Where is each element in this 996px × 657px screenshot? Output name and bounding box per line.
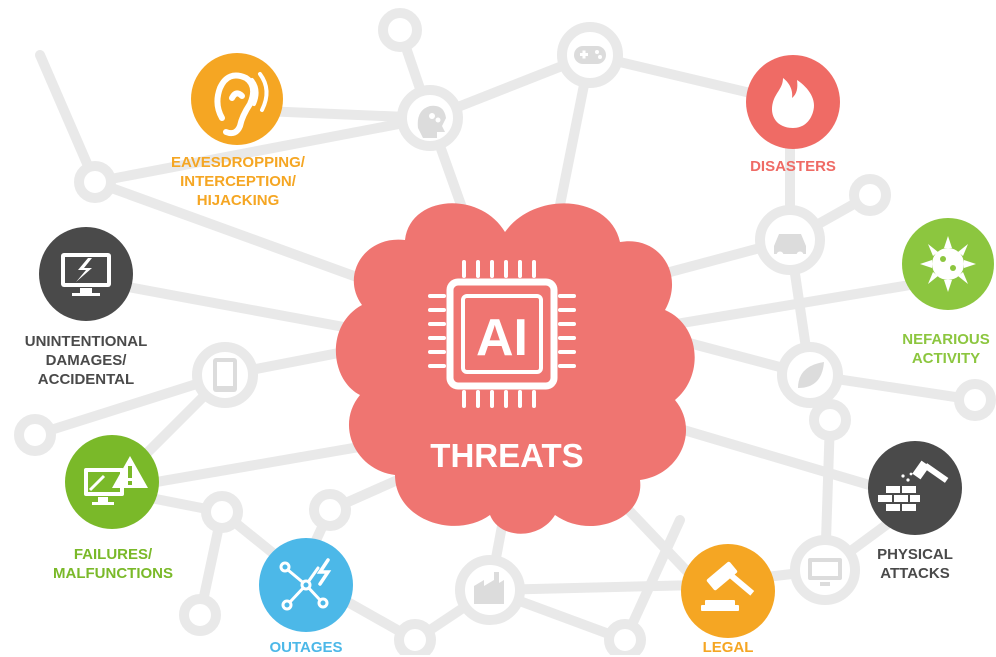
- label-eavesdropping: EAVESDROPPING/ INTERCEPTION/ HIJACKING: [171, 154, 305, 209]
- label-physical: PHYSICAL ATTACKS: [877, 546, 953, 582]
- label-nefarious: NEFARIOUS ACTIVITY: [902, 331, 990, 367]
- label-legal: LEGAL: [702, 639, 754, 656]
- gamepad-icon: [574, 46, 606, 64]
- badge-eavesdropping: [191, 53, 283, 145]
- factory-icon: [474, 572, 504, 604]
- gavel-icon: [701, 561, 755, 611]
- badge-physical: [868, 441, 962, 535]
- leaf-icon: [798, 362, 824, 388]
- badge-unintentional: [39, 227, 133, 321]
- head-gears-icon: [417, 105, 446, 138]
- car-icon: [774, 234, 806, 259]
- brain-shape: [335, 203, 695, 534]
- chip-label: AI: [476, 309, 528, 367]
- chip-icon: [428, 260, 576, 408]
- badge-failures: [65, 435, 159, 529]
- label-failures: FAILURES/ MALFUNCTIONS: [53, 546, 173, 582]
- monitor-icon: [808, 558, 842, 586]
- badge-outages: [259, 538, 353, 632]
- label-disasters: DISASTERS: [750, 158, 836, 175]
- tablet-icon: [213, 358, 237, 392]
- badge-nefarious: [902, 218, 994, 310]
- fire-icon: [771, 78, 815, 128]
- category-badges: [39, 53, 994, 638]
- network-outage-icon: [279, 558, 332, 611]
- ear-icon: [214, 72, 269, 137]
- ai-brain: AI THREATS: [335, 203, 695, 534]
- center-label: THREATS: [430, 437, 583, 474]
- virus-icon: [920, 236, 976, 292]
- label-outages: OUTAGES: [269, 639, 343, 656]
- warning-monitor-icon: [84, 456, 148, 505]
- label-unintentional: UNINTENTIONAL DAMAGES/ ACCIDENTAL: [24, 333, 148, 388]
- broken-monitor-icon: [61, 253, 111, 296]
- hammer-wall-icon: [878, 460, 949, 511]
- badge-disasters: [746, 55, 840, 149]
- badge-legal: [681, 544, 775, 638]
